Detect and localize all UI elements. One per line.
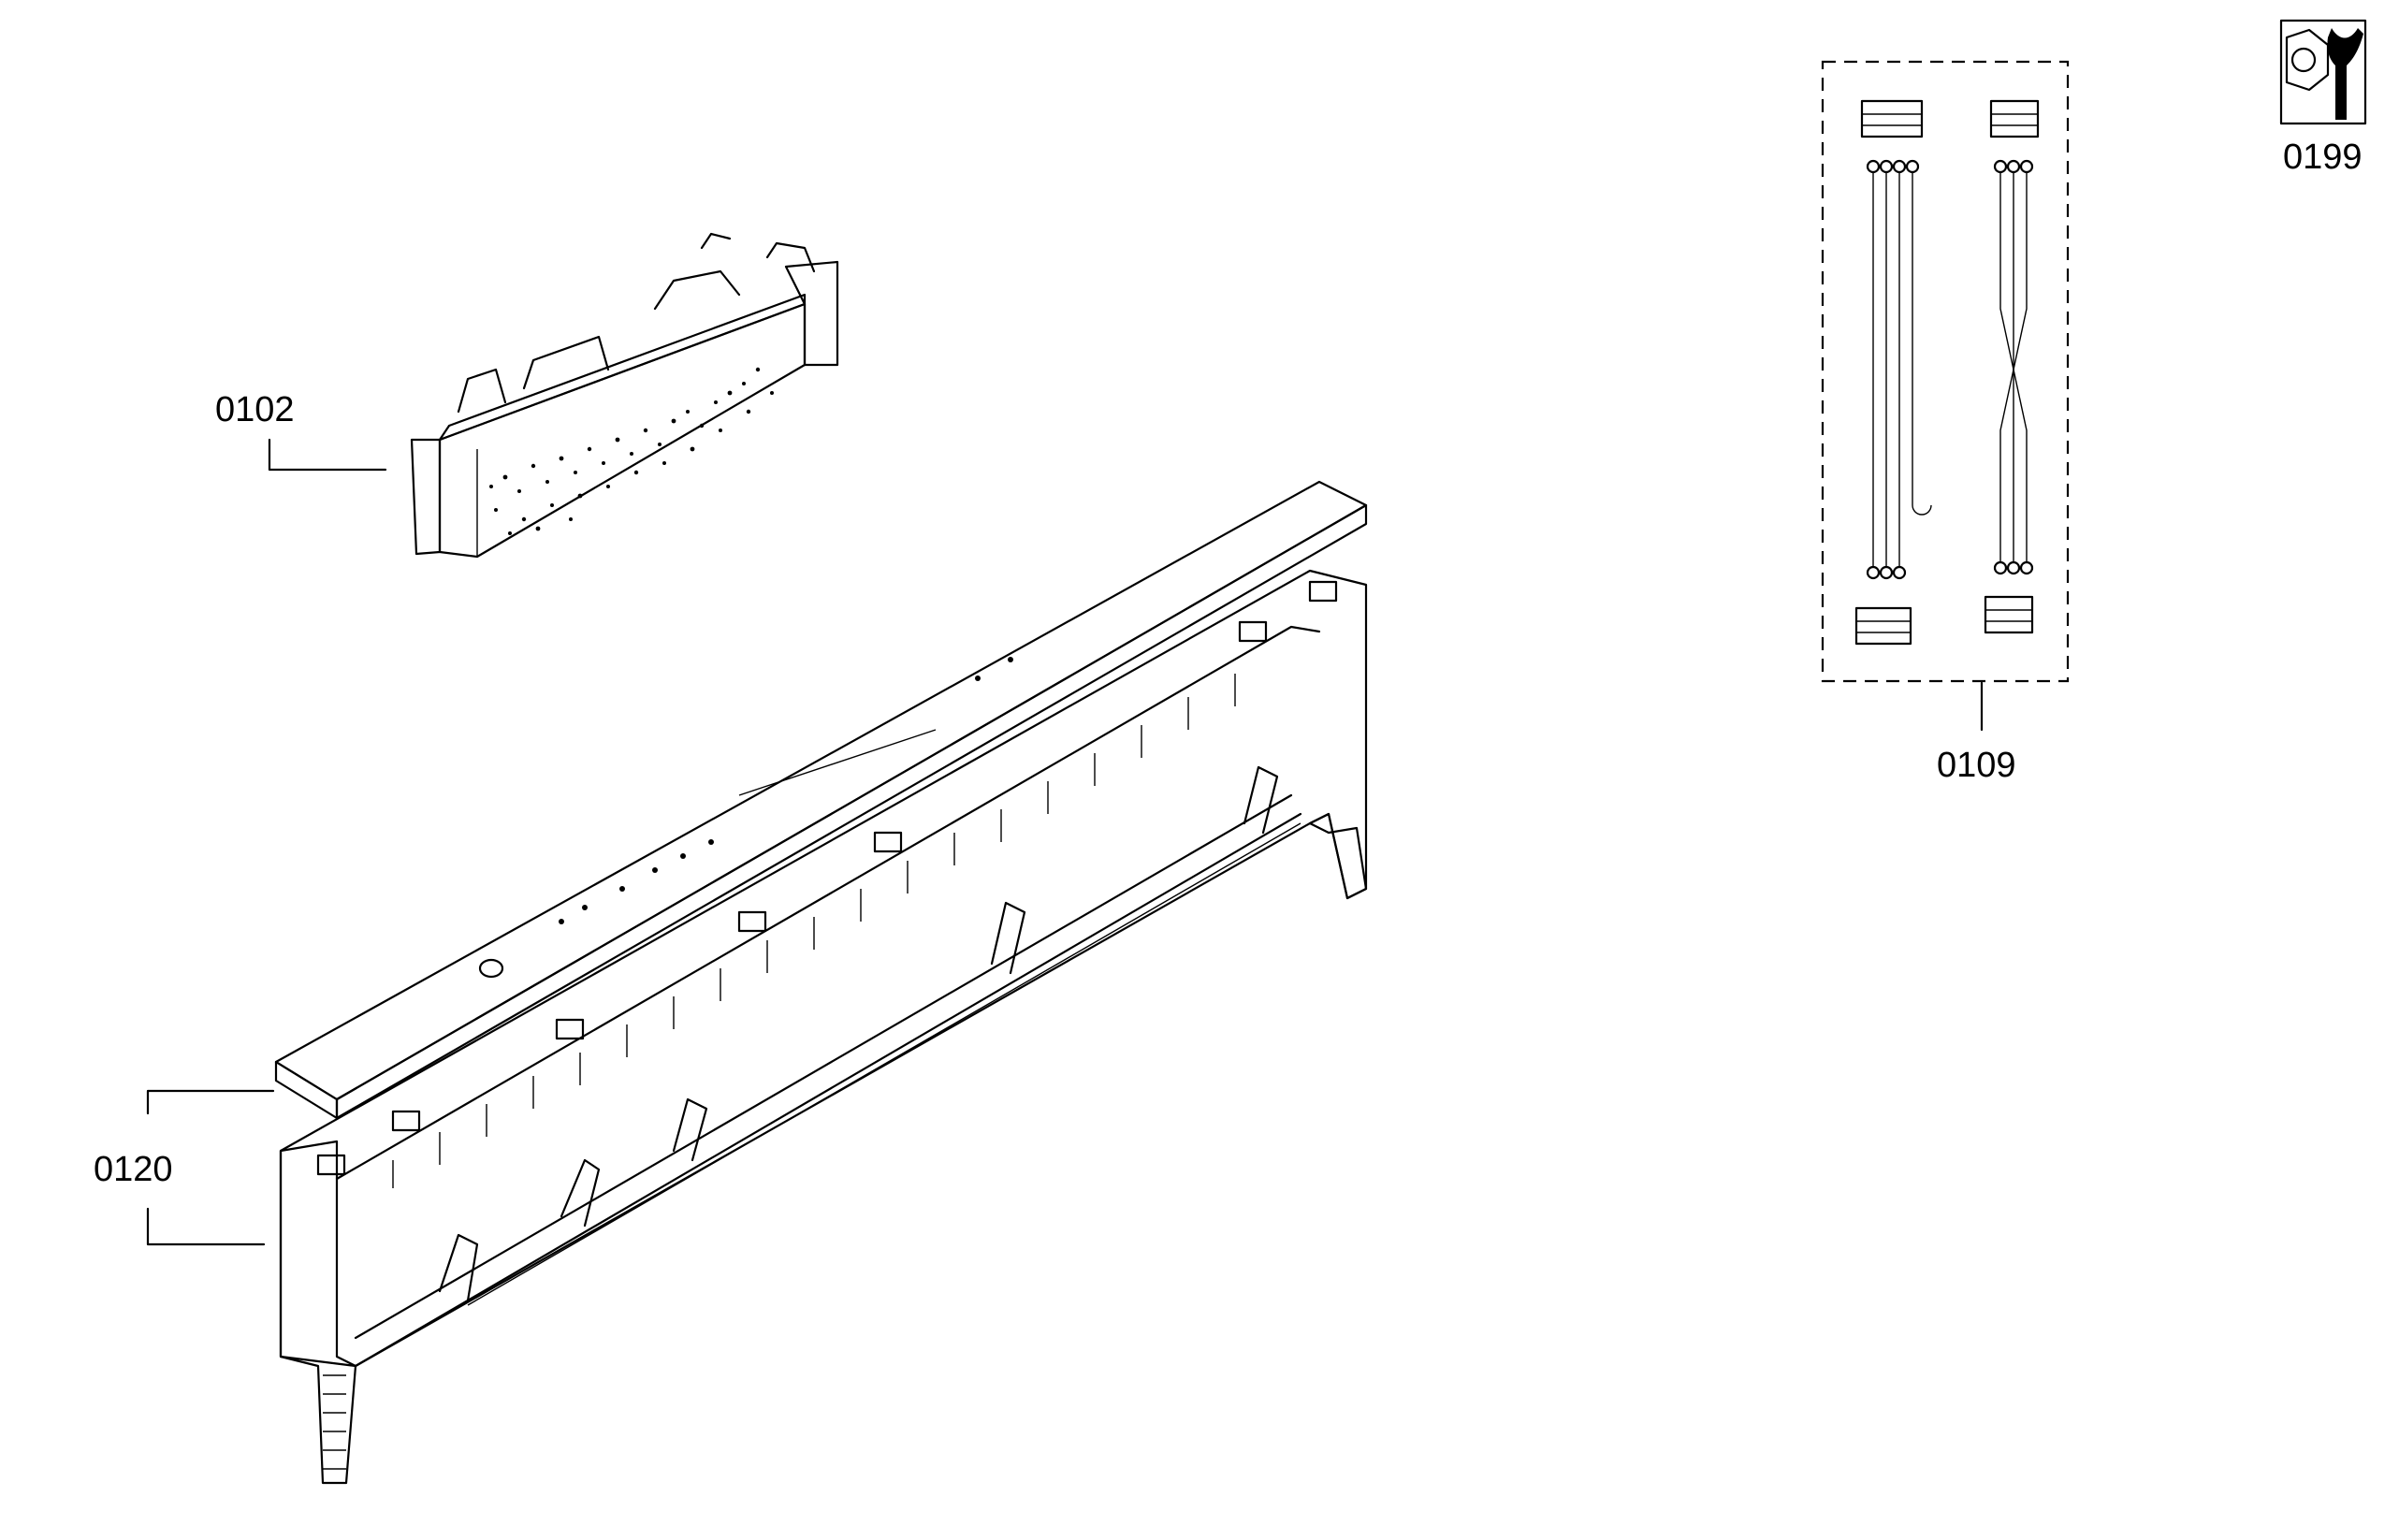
service-kit-frame [2279, 19, 2367, 125]
control-panel-fascia-drawing[interactable] [274, 480, 1368, 1485]
harness-group-outline [1821, 60, 2070, 683]
nut-and-wrench-icon [2285, 28, 2363, 120]
service-kit-drawing[interactable] [2279, 19, 2367, 125]
leader-lines [146, 438, 387, 1246]
control-module-drawing[interactable] [410, 232, 839, 559]
part-number-0102: 0102 [215, 390, 295, 429]
circuit-board-texture [489, 367, 774, 535]
clip-squares [316, 580, 1338, 1176]
part-number-0199: 0199 [2283, 138, 2363, 177]
trim-strip-holes [559, 657, 1013, 924]
part-number-0120: 0120 [94, 1150, 173, 1189]
wiring-harness-set-drawing[interactable] [1821, 60, 2070, 732]
part-number-0109: 0109 [1937, 746, 2016, 785]
